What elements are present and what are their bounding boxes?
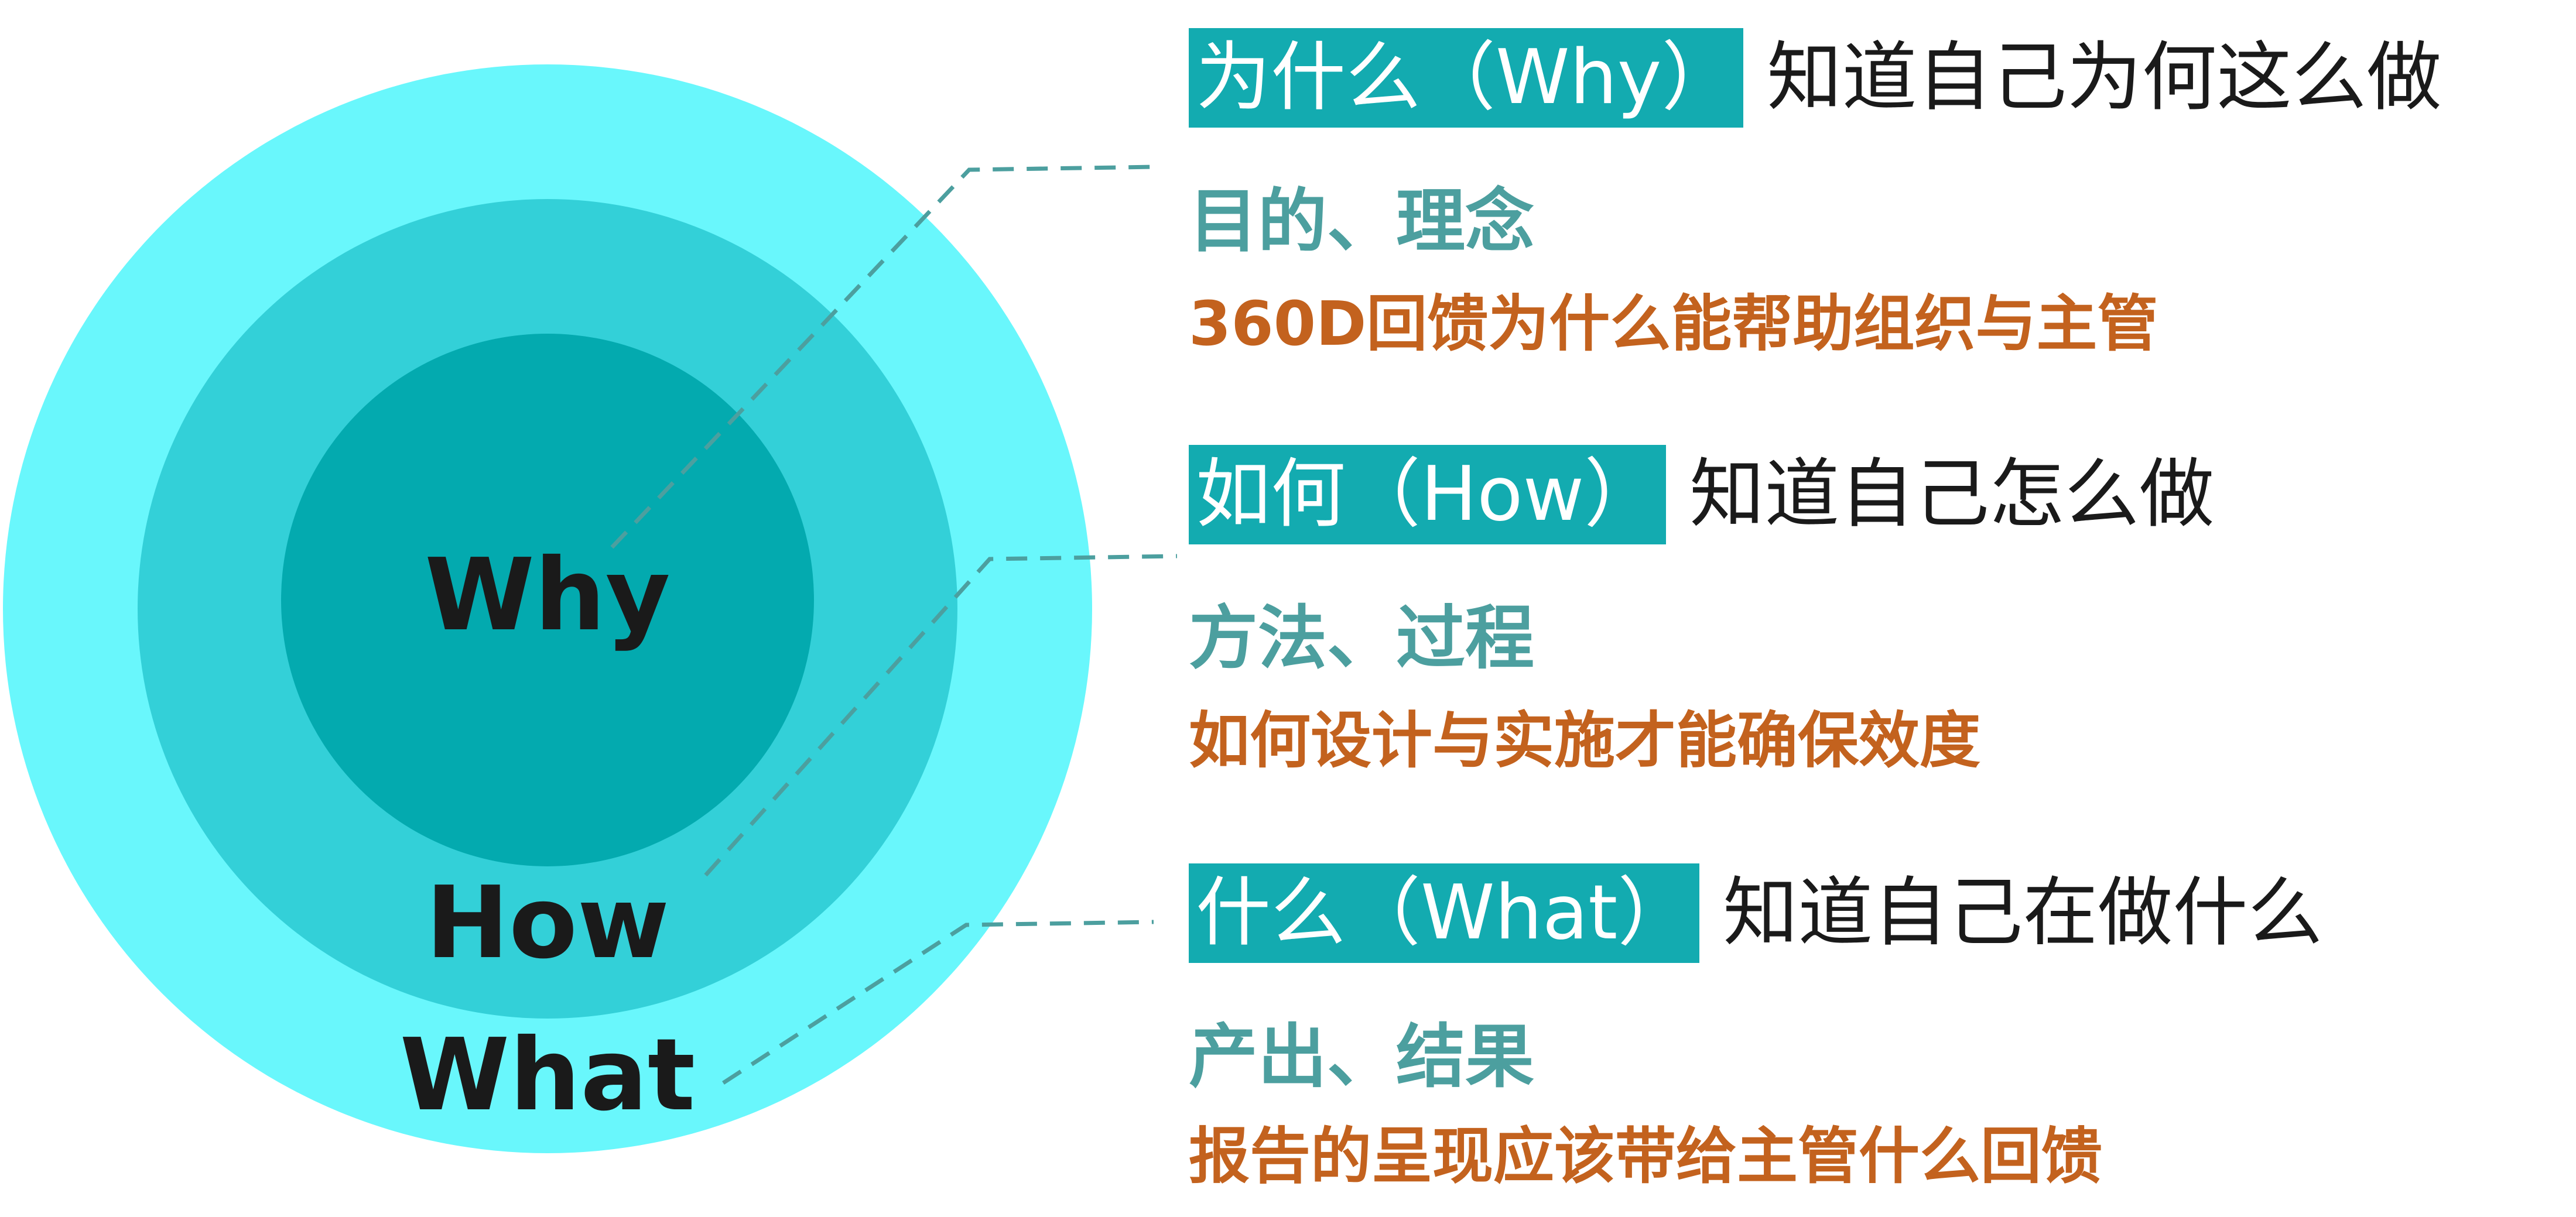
section-what-header: 什么（What） 知道自己在做什么 (1189, 863, 2322, 963)
ring-label-why: Why (425, 537, 670, 653)
leader-line-why (610, 164, 1157, 549)
section-how-header: 如何（How） 知道自己怎么做 (1189, 445, 2214, 544)
ring-label-what: What (400, 1017, 696, 1133)
section-what-sub: 产出、结果 (1189, 1016, 1535, 1097)
section-how-desc: 知道自己怎么做 (1689, 451, 2215, 538)
section-how-detail: 如何设计与实施才能确保效度 (1189, 705, 1981, 776)
section-why-sub: 目的、理念 (1189, 181, 1535, 262)
ring-label-how: How (426, 865, 669, 981)
section-why-header: 为什么（Why） 知道自己为何这么做 (1189, 28, 2441, 128)
section-how-tag: 如何（How） (1189, 445, 1667, 544)
section-why: 为什么（Why） 知道自己为何这么做 目的、理念 360D回馈为什么能帮助组织与… (1189, 28, 2441, 362)
section-what: 什么（What） 知道自己在做什么 产出、结果 报告的呈现应该带给主管什么回馈 (1189, 863, 2322, 1194)
inner-ring-why (281, 334, 814, 866)
section-how: 如何（How） 知道自己怎么做 方法、过程 如何设计与实施才能确保效度 (1189, 445, 2214, 779)
section-how-sub: 方法、过程 (1189, 598, 1535, 678)
leader-line-how (704, 554, 1178, 877)
leader-line-what (722, 920, 1154, 1085)
section-why-desc: 知道自己为何这么做 (1767, 34, 2442, 121)
section-what-detail: 报告的呈现应该带给主管什么回馈 (1189, 1120, 2103, 1192)
section-why-tag: 为什么（Why） (1189, 28, 1744, 128)
section-what-tag: 什么（What） (1189, 863, 1700, 963)
section-what-desc: 知道自己在做什么 (1723, 869, 2323, 957)
section-why-detail: 360D回馈为什么能帮助组织与主管 (1189, 288, 2158, 359)
